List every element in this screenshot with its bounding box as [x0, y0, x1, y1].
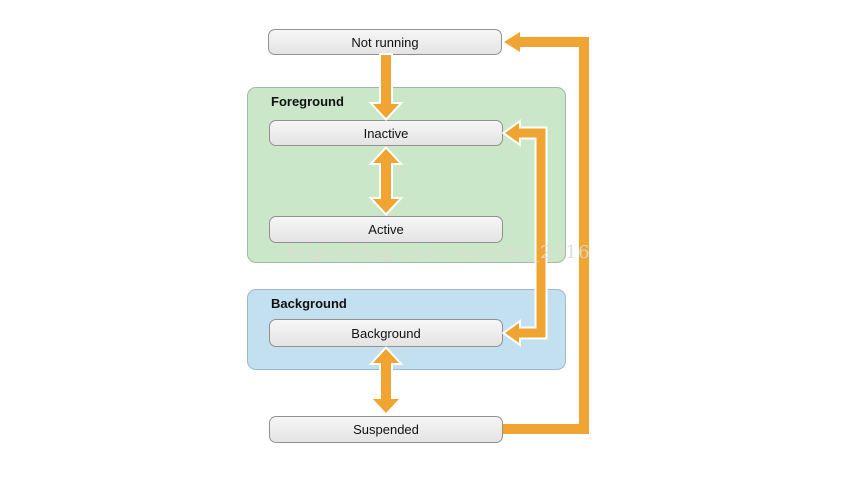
state-node-background: Background	[269, 319, 503, 347]
background-group-label: Background	[271, 296, 347, 311]
state-node-suspended: Suspended	[269, 416, 503, 443]
state-label-inactive: Inactive	[363, 125, 409, 141]
state-node-inactive: Inactive	[269, 120, 503, 146]
state-label-not-running: Not running	[351, 34, 419, 50]
state-node-not-running: Not running	[268, 29, 502, 55]
state-label-active: Active	[368, 222, 404, 237]
state-label-background: Background	[351, 325, 421, 341]
foreground-group-label: Foreground	[271, 94, 344, 109]
state-node-active: Active	[269, 216, 503, 243]
state-label-suspended: Suspended	[353, 422, 419, 437]
